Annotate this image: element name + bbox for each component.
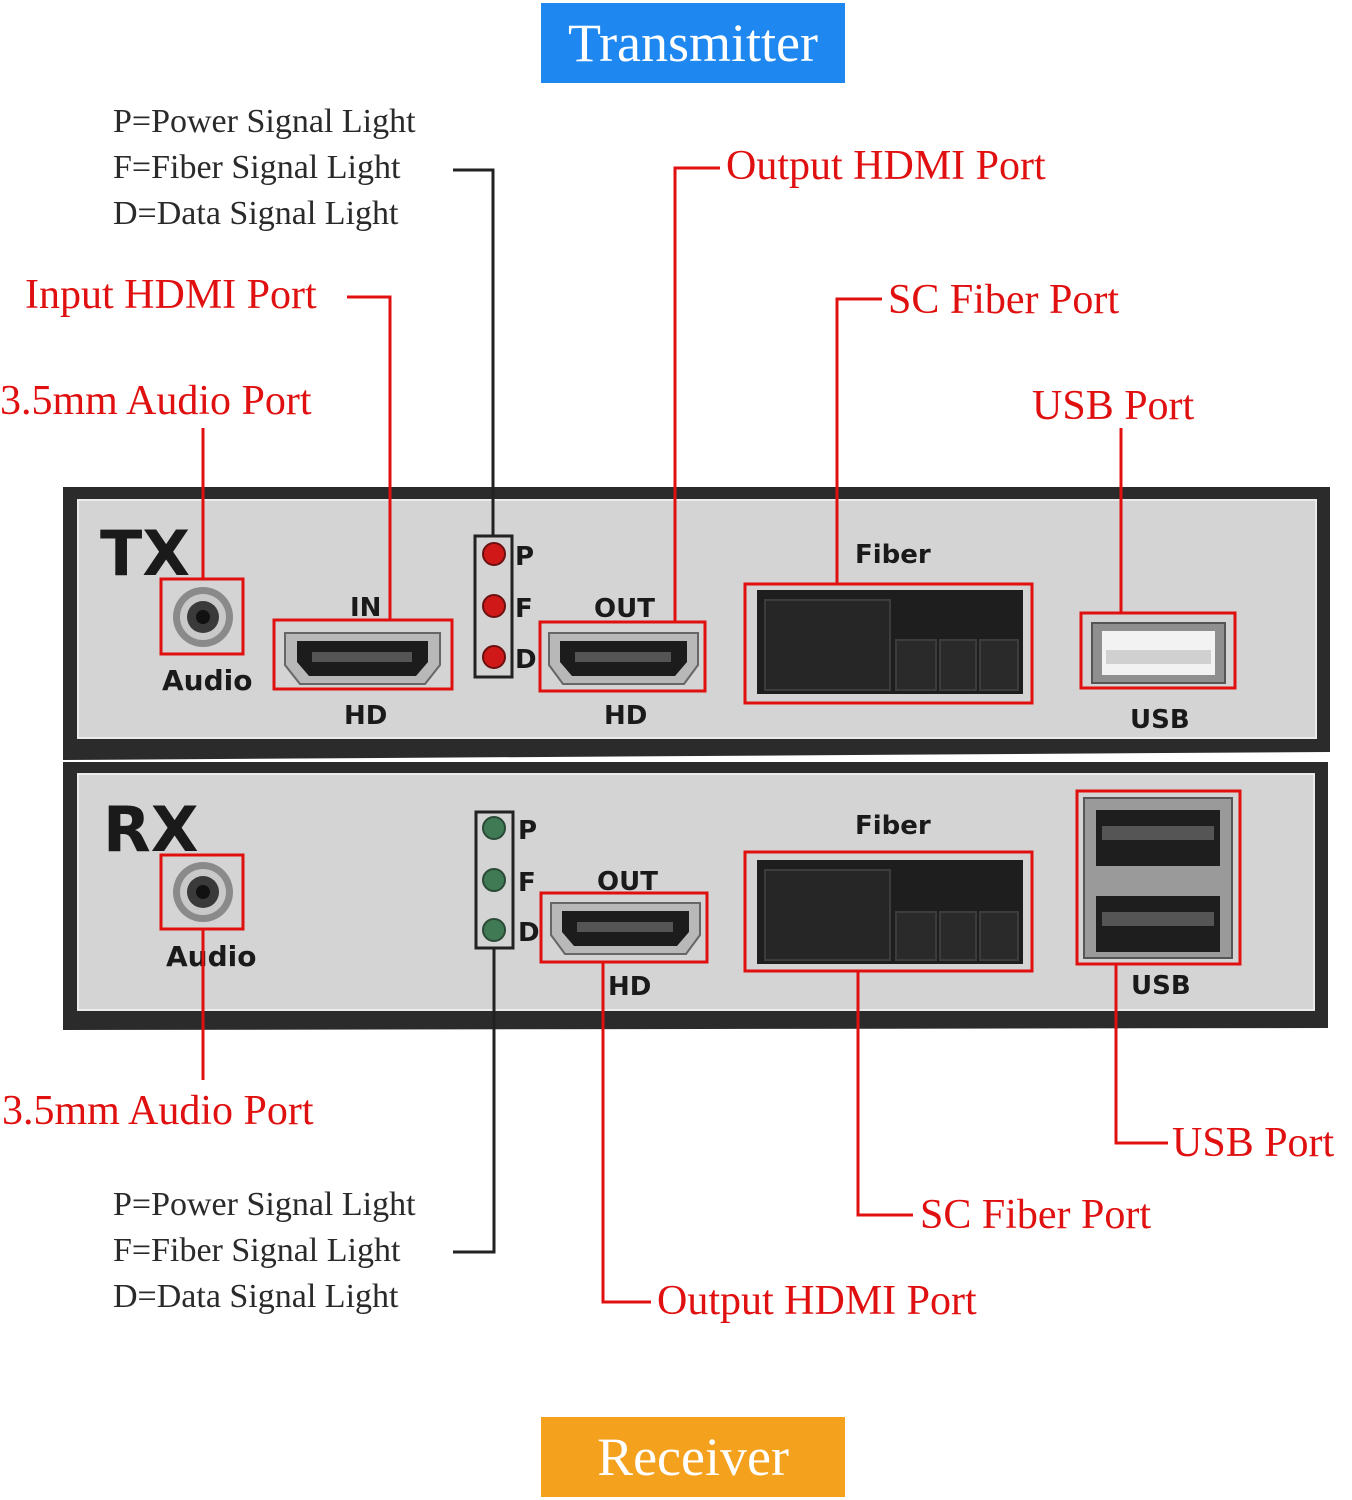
legend-fiber: F=Fiber Signal Light xyxy=(113,149,401,186)
rx-led-legend: P=Power Signal Light F=Fiber Signal Ligh… xyxy=(113,1182,416,1320)
tx-hdmi-in-port xyxy=(284,632,441,685)
tx-input-hdmi-callout: Input HDMI Port xyxy=(25,272,317,318)
tx-led-indicators xyxy=(482,542,506,669)
tx-audio-callout: 3.5mm Audio Port xyxy=(0,378,312,424)
transmitter-banner: Transmitter xyxy=(541,3,845,83)
tx-led-d-label: D xyxy=(515,645,537,675)
legend-power: P=Power Signal Light xyxy=(113,1186,416,1223)
tx-leader-lines xyxy=(201,166,1123,622)
rx-hd-out-label: HD xyxy=(608,972,651,1002)
rx-output-hdmi-callout: Output HDMI Port xyxy=(657,1278,977,1324)
tx-output-hdmi-callout: Output HDMI Port xyxy=(726,143,1046,189)
tx-sc-fiber-callout: SC Fiber Port xyxy=(888,277,1120,323)
tx-usb-port xyxy=(1091,622,1226,684)
rx-fiber-label: Fiber xyxy=(855,811,931,841)
tx-hd-in-label: HD xyxy=(344,701,387,731)
tx-in-label: IN xyxy=(350,593,381,623)
rx-led-indicators xyxy=(482,816,506,942)
tx-sc-fiber-port xyxy=(757,590,1023,694)
legend-fiber: F=Fiber Signal Light xyxy=(113,1232,401,1269)
legend-power: P=Power Signal Light xyxy=(113,103,416,140)
tx-usb-label: USB xyxy=(1130,705,1190,735)
rx-highlight-boxes xyxy=(159,789,1242,973)
rx-audio-jack xyxy=(173,862,233,922)
tx-hd-out-label: HD xyxy=(604,701,647,731)
rx-panel: RX Audio P F D OUT HD Fiber xyxy=(63,762,1328,1030)
tx-audio-label: Audio xyxy=(162,664,252,697)
tx-audio-jack xyxy=(173,587,233,647)
rx-led-f-label: F xyxy=(518,868,536,898)
tx-fiber-label: Fiber xyxy=(855,540,931,570)
rx-audio-label: Audio xyxy=(166,940,256,973)
rx-led-p-label: P xyxy=(518,816,537,846)
tx-panel: TX Audio IN HD P F D OUT xyxy=(63,487,1330,760)
tx-usb-callout: USB Port xyxy=(1032,383,1195,429)
rx-usb-label: USB xyxy=(1131,971,1191,1001)
tx-led-p-label: P xyxy=(515,542,534,572)
rx-sc-fiber-callout: SC Fiber Port xyxy=(920,1192,1152,1238)
rx-led-d-label: D xyxy=(518,918,540,948)
rx-usb-ports xyxy=(1083,797,1233,959)
legend-data: D=Data Signal Light xyxy=(113,195,399,232)
tx-led-f-label: F xyxy=(515,594,533,624)
tx-out-label: OUT xyxy=(594,594,655,624)
rx-hdmi-out-port xyxy=(550,902,701,955)
rx-audio-callout: 3.5mm Audio Port xyxy=(2,1088,314,1134)
tx-highlight-boxes xyxy=(159,577,1237,705)
legend-leader-lines xyxy=(453,168,496,1254)
rx-leader-lines xyxy=(201,929,1168,1304)
legend-data: D=Data Signal Light xyxy=(113,1278,399,1315)
receiver-banner: Receiver xyxy=(541,1417,845,1497)
tx-hdmi-out-port xyxy=(548,632,699,685)
rx-usb-callout: USB Port xyxy=(1172,1120,1335,1166)
rx-sc-fiber-port xyxy=(757,860,1023,964)
tx-led-legend: P=Power Signal Light F=Fiber Signal Ligh… xyxy=(113,99,416,237)
